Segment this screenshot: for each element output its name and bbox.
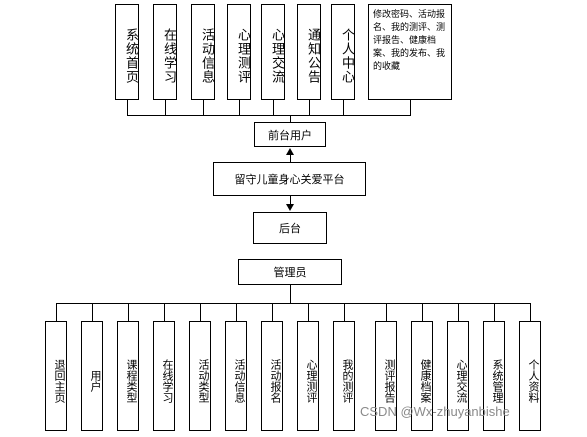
connector [308,303,309,321]
admin-module-health-record: 健康档案 [411,321,433,431]
connector [290,154,291,162]
admin-module-psych-exchange: 心理交流 [447,321,469,431]
module-notice-label: 通知公告 [305,28,320,84]
module-personal-center: 个人中心 [331,4,355,100]
connector [203,100,204,115]
connector [494,303,495,321]
admin-module-my-test: 我的测评 [333,321,355,431]
platform-box: 留守儿童身心关爱平台 [213,162,366,196]
connector [530,303,531,321]
connector-bus-bottom [56,303,531,304]
connector [290,285,291,303]
admin-module-activity-type: 活动类型 [189,321,211,431]
admin-module-test-report: 测评报告 [375,321,397,431]
admin-module-system-management: 系统管理 [483,321,505,431]
admin-module-label: 健康档案 [419,359,432,403]
admin-module-return-home: 退回主页 [45,321,67,431]
admin-module-label: 测评报告 [383,359,396,403]
module-psych-exchange-label: 心理交流 [269,28,284,84]
admin-module-label: 用户 [89,370,102,392]
admin-module-label: 个人资料 [527,359,540,403]
connector [458,303,459,321]
front-user-box: 前台用户 [254,122,326,147]
module-psych-test: 心理测评 [227,4,251,100]
admin-module-label: 在线学习 [161,359,174,403]
connector [422,303,423,321]
admin-module-activity-signup: 活动报名 [261,321,283,431]
admin-module-label: 活动信息 [233,359,246,403]
admin-module-label: 课程类型 [125,359,138,403]
connector [164,303,165,321]
module-notice: 通知公告 [297,4,321,100]
admin-module-label: 心理交流 [455,359,468,403]
backend-box: 后台 [253,212,327,244]
admin-label: 管理员 [273,266,307,279]
module-psych-test-label: 心理测评 [235,28,250,84]
admin-module-label: 我的测评 [341,359,354,403]
connector [273,100,274,115]
admin-box: 管理员 [238,259,342,285]
admin-module-label: 心理测评 [305,359,318,403]
connector-bus-top [127,115,411,116]
module-home-label: 系统首页 [123,28,138,84]
module-psych-exchange: 心理交流 [261,4,285,100]
connector [236,303,237,321]
arrow-up-icon [286,148,294,155]
module-online-learning-label: 在线学习 [161,28,176,84]
connector [200,303,201,321]
connector [92,303,93,321]
connector [127,100,128,115]
personal-center-detail: 修改密码、活动报名、我的测评、测评报告、健康档案、我的发布、我的收藏 [368,4,452,100]
connector [386,303,387,321]
arrow-down-icon [286,204,294,211]
connector [309,100,310,115]
connector [343,100,344,115]
admin-module-psych-test: 心理测评 [297,321,319,431]
module-activity-info-label: 活动信息 [199,28,214,84]
module-activity-info: 活动信息 [191,4,215,100]
connector [290,115,291,122]
front-user-label: 前台用户 [268,128,312,142]
platform-label: 留守儿童身心关爱平台 [234,173,345,186]
connector [239,100,240,115]
connector [272,303,273,321]
admin-module-online-learning: 在线学习 [153,321,175,431]
admin-module-users: 用户 [81,321,103,431]
connector [344,303,345,321]
admin-module-course-type: 课程类型 [117,321,139,431]
connector [290,196,291,205]
connector [128,303,129,321]
connector [56,303,57,321]
admin-module-label: 活动报名 [269,359,282,403]
connector [410,100,411,115]
admin-module-personal-profile: 个人资料 [519,321,541,431]
backend-label: 后台 [279,222,301,235]
module-personal-center-label: 个人中心 [339,28,354,84]
admin-module-label: 活动类型 [197,359,210,403]
personal-center-detail-text: 修改密码、活动报名、我的测评、测评报告、健康档案、我的发布、我的收藏 [373,10,446,72]
admin-module-label: 退回主页 [53,359,66,403]
module-home: 系统首页 [115,4,139,100]
connector [165,100,166,115]
watermark: CSDN @Wx-zhuyanbishe [360,404,510,419]
admin-module-label: 系统管理 [491,359,504,403]
admin-module-activity-info: 活动信息 [225,321,247,431]
module-online-learning: 在线学习 [153,4,177,100]
